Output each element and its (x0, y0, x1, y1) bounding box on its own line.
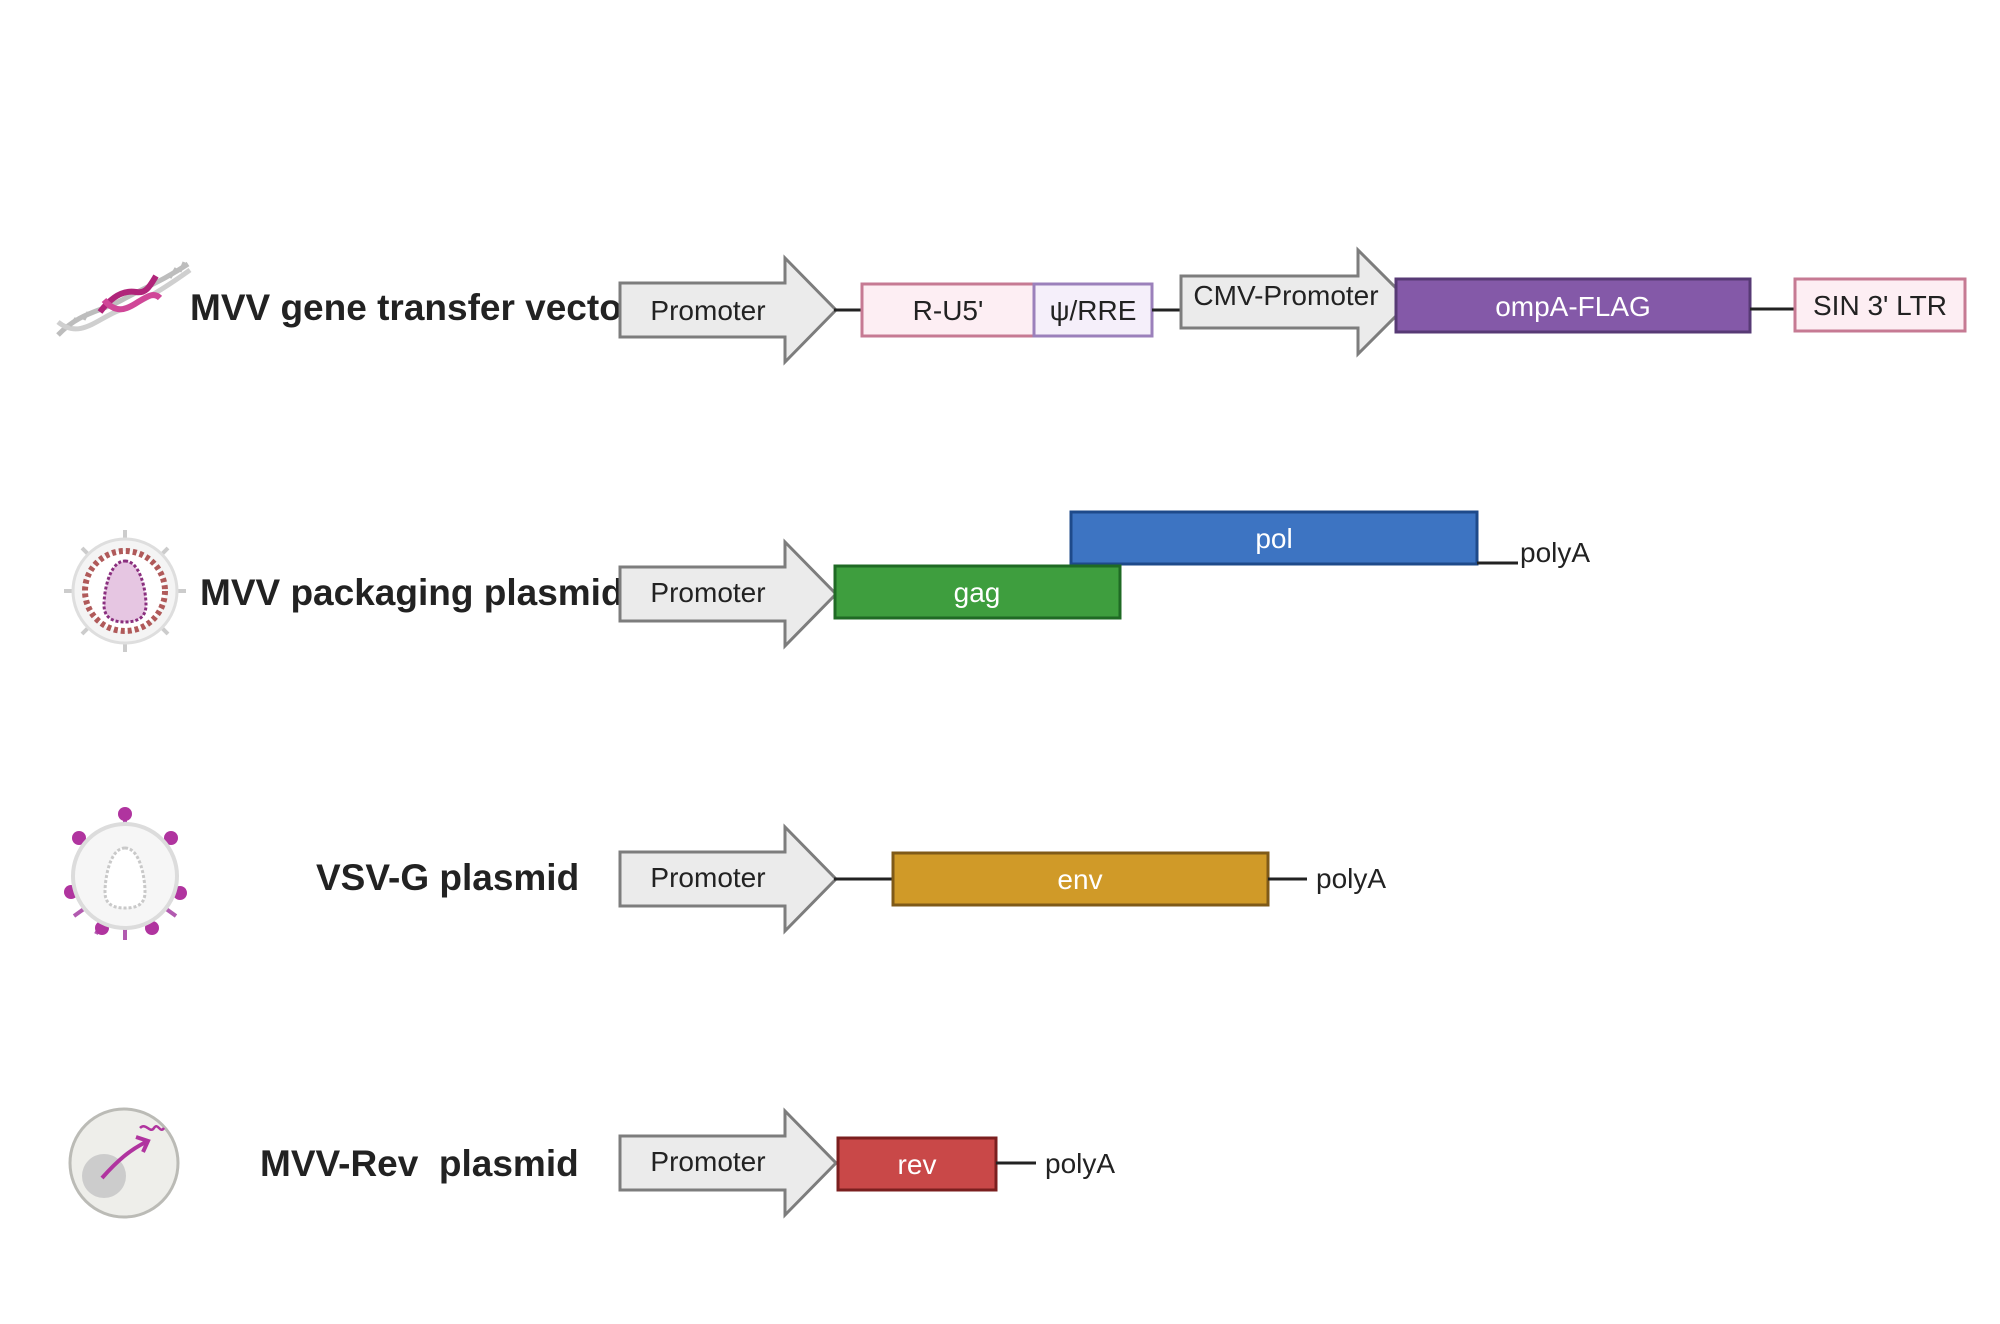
polya-label: polyA (1520, 537, 1590, 568)
promoter-label: Promoter (650, 295, 765, 326)
cell-nucleus-icon (68, 1107, 180, 1219)
sin-ltr-label: SIN 3' LTR (1813, 290, 1947, 321)
ompa-flag-element: ompA-FLAG (1394, 277, 1752, 334)
row-rev-plasmid: MVV-Rev plasmid Promoter rev polyA (68, 1107, 1115, 1219)
ompa-flag-label: ompA-FLAG (1495, 291, 1651, 322)
virus-capsid-icon (64, 530, 186, 652)
env-element: env (891, 851, 1270, 907)
promoter-arrow: Promoter (618, 1107, 839, 1219)
polya-label: polyA (1316, 863, 1386, 894)
promoter-label: Promoter (650, 1146, 765, 1177)
psi-rre-element: ψ/RRE (1032, 282, 1154, 338)
enveloped-virus-icon (64, 807, 187, 940)
cmv-promoter-label: CMV-Promoter (1193, 280, 1378, 311)
row-title: VSV-G plasmid (316, 857, 579, 898)
promoter-label: Promoter (650, 577, 765, 608)
ru5-element: R-U5' (860, 282, 1036, 338)
pol-label: pol (1255, 523, 1292, 554)
env-label: env (1057, 864, 1102, 895)
sin-ltr-element: SIN 3' LTR (1793, 277, 1967, 333)
dna-helix-icon (56, 261, 192, 337)
row-vsvg-plasmid: VSV-G plasmid Promoter env polyA (64, 807, 1386, 940)
pol-element: pol (1069, 510, 1479, 566)
ru5-label: R-U5' (913, 295, 984, 326)
row-title: MVV packaging plasmid (200, 572, 624, 613)
cmv-promoter-arrow: CMV-Promoter (1179, 246, 1413, 358)
gag-label: gag (954, 577, 1001, 608)
promoter-label: Promoter (650, 862, 765, 893)
promoter-arrow: Promoter (618, 538, 839, 650)
row-gene-transfer-vector: MVV gene transfer vector Promoter R-U5' … (56, 246, 1967, 366)
psi-rre-label: ψ/RRE (1050, 295, 1137, 326)
rev-element: rev (836, 1136, 998, 1192)
polya-label: polyA (1045, 1148, 1115, 1179)
promoter-arrow: Promoter (618, 254, 839, 366)
rev-label: rev (898, 1149, 937, 1180)
row-title: MVV gene transfer vector (190, 287, 636, 328)
row-title: MVV-Rev plasmid (260, 1143, 579, 1184)
row-packaging-plasmid: MVV packaging plasmid Promoter pol polyA… (64, 510, 1590, 652)
promoter-arrow: Promoter (618, 823, 839, 935)
gag-element: gag (833, 564, 1122, 620)
